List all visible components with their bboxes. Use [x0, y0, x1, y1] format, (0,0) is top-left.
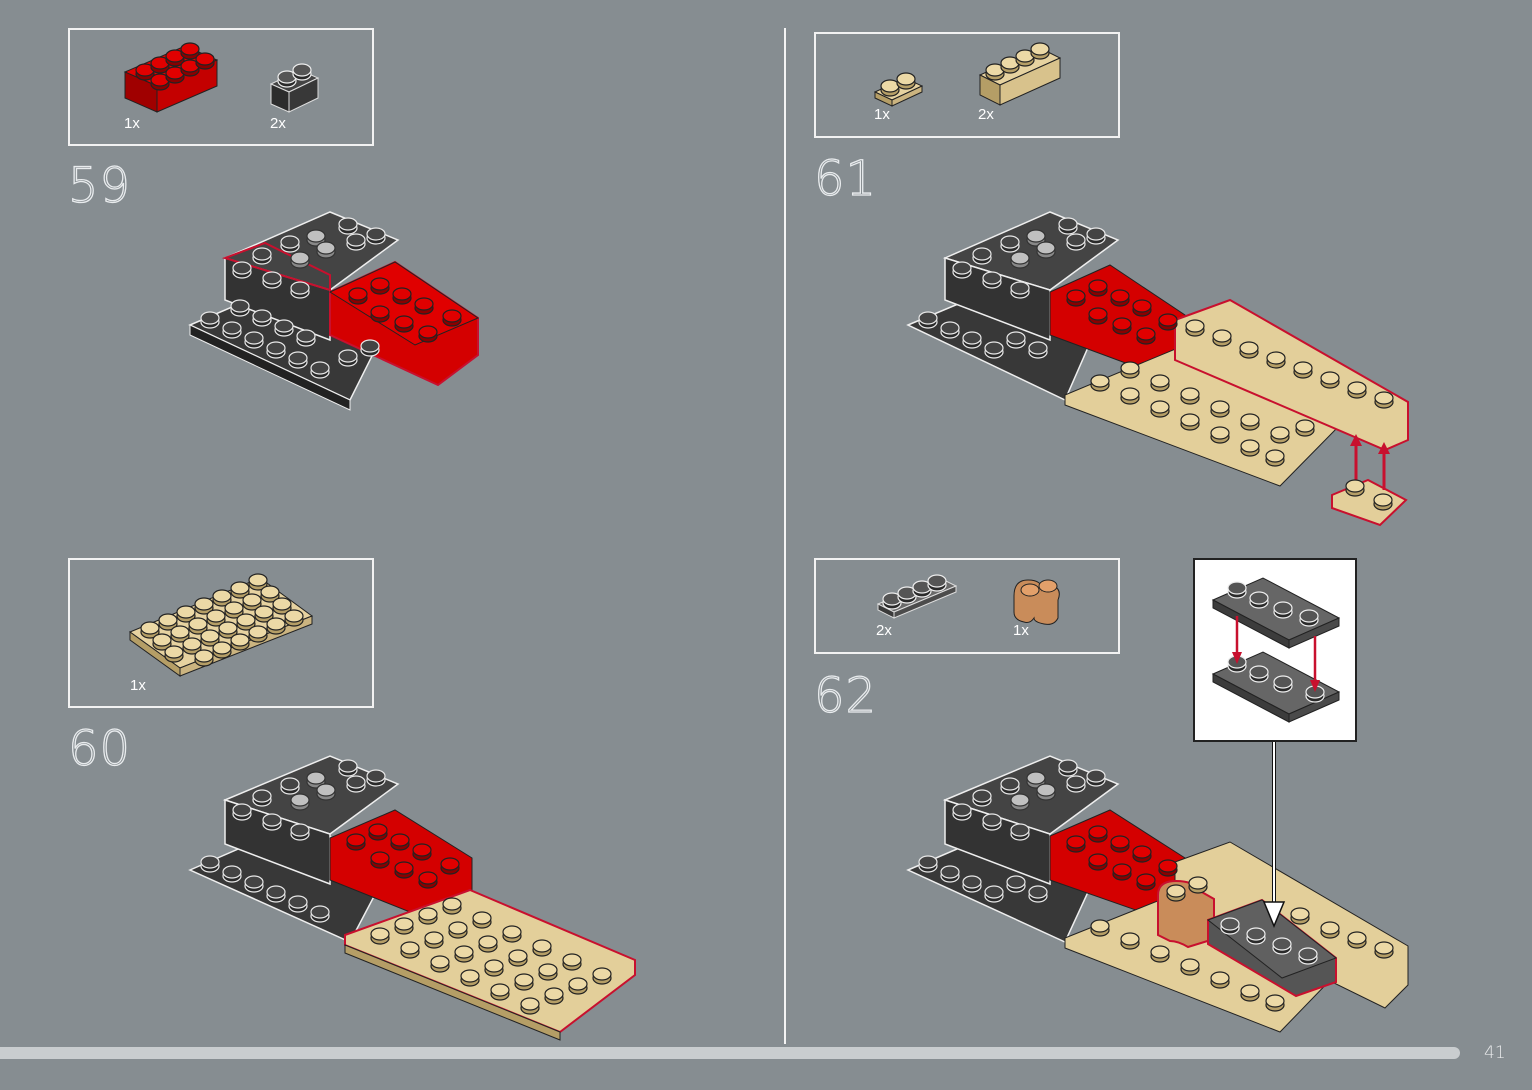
- parts-list-step-61: [814, 32, 1120, 138]
- part-quantity: 1x: [1013, 622, 1029, 639]
- parts-list-step-62: [814, 558, 1120, 654]
- parts-list-step-59: [68, 28, 374, 146]
- part-quantity: 1x: [130, 677, 146, 694]
- part-quantity: 2x: [270, 115, 286, 132]
- step-number: 61: [814, 155, 877, 203]
- page-number: 41: [1484, 1043, 1506, 1063]
- page-divider: [784, 28, 786, 1044]
- model-step-59: [190, 212, 478, 410]
- step-number: 59: [68, 162, 131, 210]
- plate-stacking-illustration: [1195, 560, 1355, 740]
- part-quantity: 1x: [124, 115, 140, 132]
- model-step-62: [908, 742, 1408, 1032]
- part-quantity: 1x: [874, 106, 890, 123]
- step-number: 60: [68, 725, 131, 773]
- part-quantity: 2x: [876, 622, 892, 639]
- model-step-61: [908, 212, 1408, 525]
- part-quantity: 2x: [978, 106, 994, 123]
- step-number: 62: [814, 672, 877, 720]
- page-progress-bar: [0, 1047, 1460, 1059]
- model-step-60: [190, 756, 635, 1040]
- parts-list-step-60: [68, 558, 374, 708]
- sub-assembly-callout: [1193, 558, 1357, 742]
